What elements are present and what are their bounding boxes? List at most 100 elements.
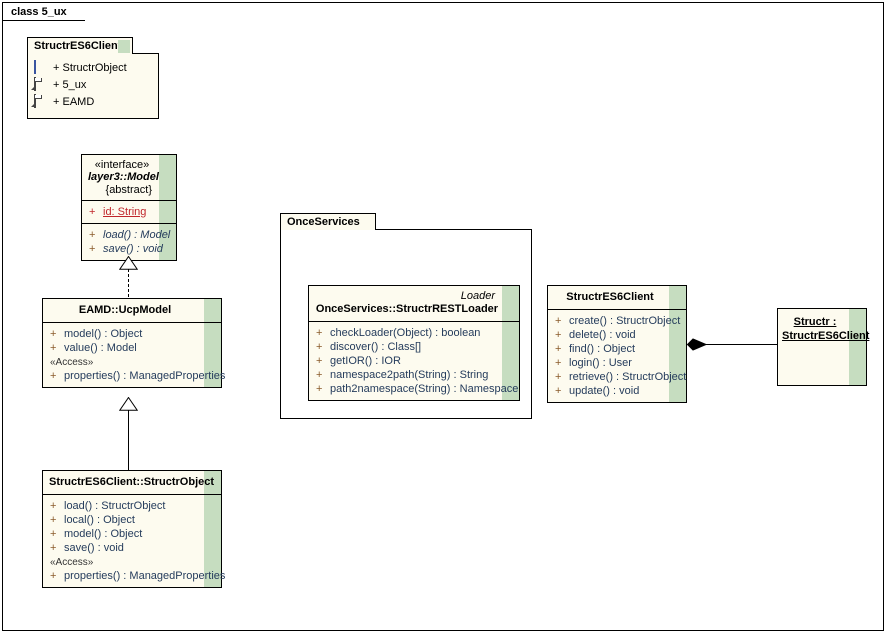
object-name: Structr : StructrES6Client [778,309,870,349]
operation-row[interactable]: + login() : User [548,356,668,370]
operation-row[interactable]: + retrieve() : StructrObject [548,370,686,384]
visibility-marker: + [50,500,57,512]
package-structres6client[interactable]: StructrES6Client + StructrObject + 5_ux … [27,37,163,124]
class-layer3-model[interactable]: «interface» layer3::Model {abstract} + i… [81,154,180,264]
class-structres6client[interactable]: StructrES6Client + create() : StructrObj… [547,285,690,406]
operation-signature: path2namespace(String) : Namespace [330,383,519,395]
operation-row[interactable]: + discover() : Class[] [309,340,501,354]
operation-row[interactable]: + load() : StructrObject [43,499,203,513]
class-green-band [204,299,221,387]
operation-row[interactable]: + namespace2path(String) : String [309,368,501,382]
visibility-marker: + [555,357,562,369]
visibility-marker: + [555,315,562,327]
operation-row[interactable]: + load() : Model [82,228,170,242]
visibility-marker: + [50,542,57,554]
package-onceservices-tab[interactable]: OnceServices [280,213,376,230]
package-item-eamd[interactable]: + EAMD [28,93,158,110]
class-eamd-ucpmodel[interactable]: EAMD::UcpModel + model() : Object + valu… [42,298,225,391]
composition-filled-diamond-icon [687,338,707,351]
operation-row[interactable]: + save() : void [82,242,163,256]
operation-row[interactable]: + create() : StructrObject [548,314,680,328]
operation-row[interactable]: + local() : Object [43,513,203,527]
package-item-label: + 5_ux [53,78,87,91]
class-stereotype: Loader [460,290,495,302]
visibility-marker: + [89,229,96,241]
visibility-marker: + [50,328,57,340]
operation-row[interactable]: + properties() : ManagedProperties [43,369,225,383]
object-body [778,349,866,385]
operation-row[interactable]: + model() : Object [43,327,203,341]
class-structres6client-structrobject[interactable]: StructrES6Client::StructrObject + load()… [42,470,225,591]
tab-slant-decoration [71,3,85,21]
class-name: StructrES6Client::StructrObject [49,476,215,488]
operation-signature: delete() : void [569,329,636,341]
package-structres6client-tab[interactable]: StructrES6Client [27,37,133,54]
operation-row[interactable]: + find() : Object [548,342,668,356]
composition-es6client-to-structr-instance-line[interactable] [703,344,777,345]
visibility-marker: + [316,383,323,395]
operation-row[interactable]: + update() : void [548,384,668,398]
attribute-row[interactable]: + id: String [82,205,158,219]
compartment-divider [82,200,176,201]
class-green-band [159,155,176,260]
class-name: layer3::Model [88,171,159,183]
operation-row[interactable]: + model() : Object [43,527,203,541]
visibility-marker: + [89,206,96,218]
operation-signature: model() : Object [64,528,143,540]
generalization-structrobject-to-ucpmodel-line[interactable] [128,410,129,470]
operation-signature: create() : StructrObject [569,315,681,327]
class-green-band [669,286,686,402]
class-icon [34,60,50,74]
compartment-divider [548,309,686,310]
class-green-band [502,286,519,400]
attribute-signature: id: String [103,206,147,218]
operation-signature: local() : Object [64,514,135,526]
operation-signature: getIOR() : IOR [330,355,401,367]
operations-compartment: + load() : Model + save() : void [82,224,176,260]
operation-row[interactable]: + delete() : void [548,328,668,342]
operation-signature: save() : void [64,542,124,554]
operations-compartment: + load() : StructrObject + local() : Obj… [43,495,225,587]
class-name: OnceServices::StructrRESTLoader [315,303,499,315]
operations-compartment: + checkLoader(Object) : boolean + discov… [309,322,519,400]
class-onceservices-structrrestloader[interactable]: Loader OnceServices::StructrRESTLoader +… [308,285,523,404]
package-item-structrobject[interactable]: + StructrObject [28,59,158,76]
package-item-label: + StructrObject [53,61,127,74]
generalization-hollow-triangle-icon [119,397,138,411]
attributes-compartment: + id: String [82,201,176,223]
operation-row[interactable]: + save() : void [43,541,203,555]
class-abstract-tag: {abstract} [105,184,152,196]
visibility-marker: + [89,243,96,255]
object-structr-instance[interactable]: Structr : StructrES6Client [777,308,870,389]
operation-signature: properties() : ManagedProperties [64,570,226,582]
operation-signature: namespace2path(String) : String [330,369,489,381]
object-instance-label: Structr : [793,316,837,328]
operation-row[interactable]: + path2namespace(String) : Namespace [309,382,518,396]
operation-row[interactable]: + value() : Model [43,341,203,355]
operation-row[interactable]: + getIOR() : IOR [309,354,501,368]
class-stereotype: «interface» [94,159,150,171]
package-structres6client-body: + StructrObject + 5_ux + EAMD [27,53,159,119]
realization-ucpmodel-to-model-line[interactable] [128,269,129,297]
visibility-marker: + [555,329,562,341]
package-icon [34,94,50,108]
operation-signature: checkLoader(Object) : boolean [330,327,481,339]
operation-signature: find() : Object [569,343,636,355]
visibility-marker: + [555,371,562,383]
package-item-5-ux[interactable]: + 5_ux [28,76,158,93]
operation-row[interactable]: + checkLoader(Object) : boolean [309,326,501,340]
operation-signature: load() : StructrObject [64,500,166,512]
operation-signature: login() : User [569,357,632,369]
visibility-marker: + [50,570,57,582]
package-icon [34,77,50,91]
operation-signature: update() : void [569,385,640,397]
compartment-divider [43,322,221,323]
object-class-label: StructrES6Client [782,330,870,342]
operation-signature: retrieve() : StructrObject [569,371,687,383]
package-onceservices-title: OnceServices [287,216,360,228]
realization-hollow-triangle-icon [119,256,138,270]
compartment-divider [309,321,519,322]
visibility-marker: + [50,528,57,540]
operation-row[interactable]: + properties() : ManagedProperties [43,569,225,583]
